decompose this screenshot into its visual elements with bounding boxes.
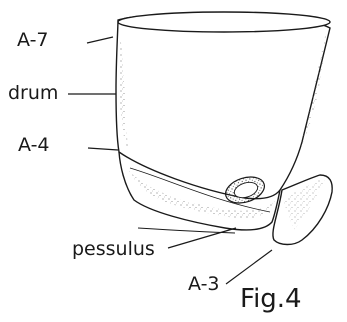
- figure-number: Fig.4: [240, 286, 302, 312]
- drum-body: [116, 14, 330, 199]
- label-a7: A-7: [17, 31, 49, 50]
- label-a3: A-3: [188, 275, 220, 294]
- label-drum: drum: [8, 84, 58, 103]
- label-a4: A-4: [18, 136, 50, 155]
- drum-rim: [118, 12, 330, 32]
- label-pessulus: pessulus: [72, 240, 155, 259]
- leader-a7: [87, 37, 113, 43]
- leader-pessulus: [168, 228, 236, 248]
- leader-a4: [88, 148, 118, 150]
- leader-a3: [226, 250, 272, 284]
